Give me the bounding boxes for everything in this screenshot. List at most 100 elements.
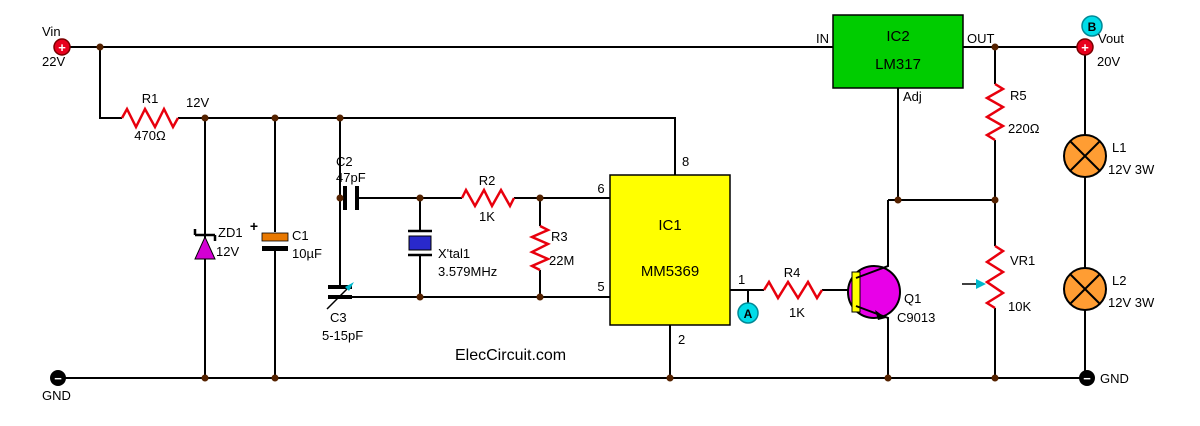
zd1-ref-label: ZD1 <box>218 225 243 240</box>
gnd-left-label: GND <box>42 388 71 403</box>
c2-plate-right <box>355 186 359 210</box>
c2-value-label: 47pF <box>336 170 366 185</box>
zener-zd1 <box>193 229 217 260</box>
ic1-pin1-label: 1 <box>738 272 745 287</box>
junction-dot <box>991 196 999 204</box>
c2-ref-label: C2 <box>336 154 353 169</box>
q1-part-label: C9013 <box>897 310 935 325</box>
vin-label: Vin <box>42 24 61 39</box>
testpoint-b-icon <box>1081 15 1103 37</box>
ic2-pin-in-label: IN <box>816 31 829 46</box>
junction-dot <box>666 374 674 382</box>
r5-value-label: 220Ω <box>1008 121 1040 136</box>
vin-sign: + <box>58 40 66 55</box>
q1-emitter-arrowhead-icon <box>875 310 886 320</box>
junction-dot <box>201 374 209 382</box>
zd1-triangle <box>194 235 216 260</box>
r3-value-label: 22M <box>549 253 574 268</box>
l1-cross-icon <box>1069 140 1101 172</box>
watermark-label: ElecCircuit.com <box>455 347 566 364</box>
r4-ref-label: R4 <box>784 265 801 280</box>
r2-ref-label: R2 <box>479 173 496 188</box>
wires <box>55 46 1087 379</box>
wire-vin-branch <box>99 47 122 119</box>
lamp-l2 <box>1063 267 1107 311</box>
junction-dot <box>336 194 344 202</box>
resistor-r4-symbol <box>762 279 824 301</box>
r1-value-label: 470Ω <box>134 128 166 143</box>
junction-dot <box>536 293 544 301</box>
r1-ref-label: R1 <box>142 91 159 106</box>
junction-dot <box>991 374 999 382</box>
lamp-l1 <box>1063 134 1107 178</box>
gnd-left-terminal-icon <box>50 370 66 386</box>
ic2-body <box>832 14 964 89</box>
c3-plate-top <box>328 285 352 289</box>
junction-dot <box>894 196 902 204</box>
testpoint-b-label: B <box>1088 20 1097 34</box>
junction-dot <box>991 43 999 51</box>
ic2-part-label: LM317 <box>875 56 921 73</box>
c2-plate-left <box>343 186 347 210</box>
testpoint-a-icon <box>737 302 759 324</box>
terminal-gnd-left: − <box>50 370 66 386</box>
ic1-pin5-label: 5 <box>597 279 604 294</box>
c3-value-label: 5-15pF <box>322 328 363 343</box>
q1-ref-label: Q1 <box>904 291 921 306</box>
potentiometer-vr1-symbol <box>984 244 1006 310</box>
vin-value: 22V <box>42 54 65 69</box>
gnd-right-sign: − <box>1083 371 1091 386</box>
c3-ref-label: C3 <box>330 310 347 325</box>
gnd-right-label: GND <box>1100 371 1129 386</box>
ic1-box: IC1 MM5369 <box>609 174 731 326</box>
terminal-vout: + <box>1076 38 1094 56</box>
r2-value-label: 1K <box>479 209 495 224</box>
ic2-box: IC2 LM317 <box>832 14 964 89</box>
l2-value-label: 12V 3W <box>1108 295 1155 310</box>
vr1-value-label: 10K <box>1008 299 1031 314</box>
junction-dot <box>336 114 344 122</box>
gnd-left-sign: − <box>54 371 62 386</box>
c1-negative-plate <box>262 246 288 251</box>
c1-ref-label: C1 <box>292 228 309 243</box>
junction-dot <box>271 374 279 382</box>
c1-polarity-label: + <box>250 218 258 234</box>
resistor-r5-symbol <box>984 82 1006 142</box>
junction-dot <box>416 293 424 301</box>
testpoint-a: A <box>737 302 759 324</box>
c3-trimmer-lead <box>326 288 348 310</box>
r4-value-label: 1K <box>789 305 805 320</box>
r3-ref-label: R3 <box>551 229 568 244</box>
vout-value: 20V <box>1097 54 1120 69</box>
junction-dot <box>416 194 424 202</box>
ic1-part-label: MM5369 <box>641 263 699 280</box>
rail-12v-label: 12V <box>186 95 209 110</box>
c1-positive-plate <box>261 232 289 242</box>
vout-label: Vout <box>1098 31 1124 46</box>
vr1-wiper-arrow <box>962 279 986 289</box>
junction-dot <box>271 114 279 122</box>
junction-dot <box>536 194 544 202</box>
trimmer-capacitor-c3 <box>326 282 354 310</box>
terminal-gnd-right: − <box>1079 370 1095 386</box>
vout-terminal-icon <box>1076 38 1094 56</box>
zd1-value-label: 12V <box>216 244 239 259</box>
junction-dot <box>96 43 104 51</box>
q1-body <box>847 265 901 319</box>
xtal1-ref-label: X'tal1 <box>438 246 470 261</box>
ic2-pin-out-label: OUT <box>967 31 995 46</box>
vr1-wiper-arrowhead-icon <box>976 279 986 289</box>
junction-dots <box>96 43 999 382</box>
xtal1-value-label: 3.579MHz <box>438 264 497 279</box>
q1-emitter-lead <box>855 305 889 378</box>
l2-ref-label: L2 <box>1112 273 1126 288</box>
l1-value-label: 12V 3W <box>1108 162 1155 177</box>
resistors <box>120 82 1006 310</box>
vin-terminal-icon <box>53 38 71 56</box>
ic2-ref-label: IC2 <box>886 28 909 45</box>
xtal1-body <box>408 235 432 251</box>
r5-ref-label: R5 <box>1010 88 1027 103</box>
capacitor-c1 <box>261 232 289 251</box>
testpoint-a-label: A <box>744 307 753 321</box>
gnd-right-terminal-icon <box>1079 370 1095 386</box>
